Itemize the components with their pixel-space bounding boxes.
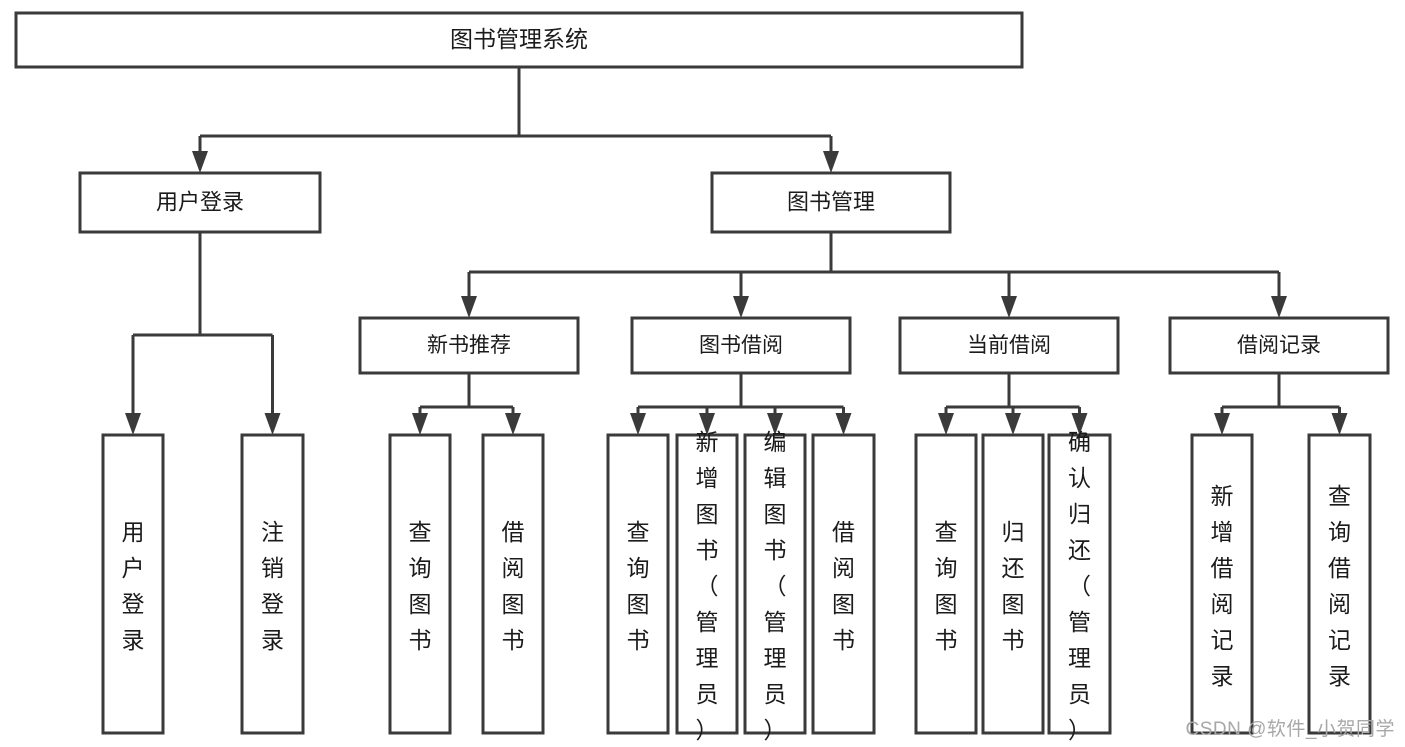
node-leaf-query-book-3[interactable] (914, 433, 978, 735)
node-root-root[interactable] (14, 11, 1024, 69)
node-user-login-label: 用户登录 (156, 189, 244, 214)
node-user-login[interactable] (78, 171, 322, 234)
node-leaf-confirm-return-label: 确认归还（管理员） (1068, 429, 1091, 743)
node-leaf-user-login[interactable] (101, 433, 165, 735)
node-leaf-user-logout[interactable] (240, 433, 305, 735)
node-leaf-query-book-3-label: 查询图书 (935, 519, 958, 653)
arrow-down-icon-lvl2-1 (733, 296, 749, 318)
arrow-down-icon-leaf-query-book-1 (412, 413, 428, 435)
arrow-down-icon-leaf-user-logout (264, 413, 281, 435)
arrow-down-icon-lvl2-2 (1001, 296, 1017, 318)
node-leaf-confirm-return[interactable] (1047, 433, 1112, 735)
node-leaf-add-book-label: 新增图书（管理员） (696, 429, 719, 743)
node-leaf-borrow-book-2[interactable] (811, 433, 876, 735)
node-leaf-borrow-book-1[interactable] (481, 433, 545, 735)
node-leaf-user-logout-label: 注销登录 (261, 519, 284, 653)
node-leaf-query-record-label: 查询借阅记录 (1328, 483, 1351, 689)
node-leaf-query-book-1-label: 查询图书 (409, 519, 432, 653)
node-leaf-return-book[interactable] (981, 433, 1045, 735)
arrow-down-icon-lvl2-3 (1271, 296, 1287, 318)
node-leaf-query-record[interactable] (1307, 433, 1372, 735)
node-new-book-rec-label: 新书推荐 (427, 334, 511, 357)
arrow-down-icon-leaf-borrow-book-1 (505, 413, 521, 435)
arrow-down-icon-lvl1-1 (823, 151, 839, 173)
node-book-manage-label: 图书管理 (787, 189, 875, 214)
node-leaf-borrow-book-2-label: 借阅图书 (832, 519, 855, 653)
node-leaf-borrow-book-1-label: 借阅图书 (502, 519, 525, 653)
nodes-layer: 图书管理系统用户登录图书管理新书推荐图书借阅当前借阅借阅记录用户登录注销登录查询… (14, 11, 1390, 743)
arrow-down-icon-leaf-return-book (1005, 413, 1021, 435)
node-leaf-add-book[interactable] (675, 433, 739, 735)
arrow-down-icon-lvl2-0 (461, 296, 477, 318)
node-new-book-rec[interactable] (358, 316, 580, 375)
arrow-down-icon-lvl1-0 (192, 151, 208, 173)
arrow-down-icon-leaf-edit-book (767, 413, 783, 435)
node-current-borrow-label: 当前借阅 (967, 334, 1051, 357)
arrow-down-icon-leaf-confirm-return (1071, 413, 1088, 435)
node-book-manage[interactable] (710, 171, 952, 234)
arrow-down-icon-leaf-query-book-2 (630, 413, 646, 435)
node-leaf-add-record[interactable] (1190, 433, 1254, 735)
node-leaf-add-record-label: 新增借阅记录 (1211, 483, 1234, 689)
node-book-borrow[interactable] (630, 316, 852, 375)
node-leaf-edit-book-label: 编辑图书（管理员） (764, 429, 787, 743)
node-borrow-record[interactable] (1168, 316, 1390, 375)
node-root-label: 图书管理系统 (450, 26, 588, 52)
node-leaf-user-login-label: 用户登录 (122, 519, 145, 653)
node-leaf-return-book-label: 归还图书 (1002, 519, 1025, 653)
node-leaf-edit-book[interactable] (743, 433, 807, 735)
node-book-borrow-label: 图书借阅 (699, 334, 783, 357)
node-leaf-query-book-1[interactable] (388, 433, 452, 735)
connectors-layer (125, 67, 1348, 435)
node-current-borrow[interactable] (898, 316, 1120, 375)
arrow-down-icon-leaf-add-book (699, 413, 715, 435)
arrow-down-icon-leaf-query-record (1331, 413, 1348, 435)
node-borrow-record-label: 借阅记录 (1237, 334, 1321, 357)
arrow-down-icon-leaf-query-book-3 (938, 413, 954, 435)
node-leaf-query-book-2-label: 查询图书 (627, 519, 650, 653)
arrow-down-icon-leaf-user-login (125, 413, 141, 435)
arrow-down-icon-leaf-add-record (1214, 413, 1230, 435)
node-leaf-query-book-2[interactable] (606, 433, 670, 735)
arrow-down-icon-leaf-borrow-book-2 (835, 413, 852, 435)
